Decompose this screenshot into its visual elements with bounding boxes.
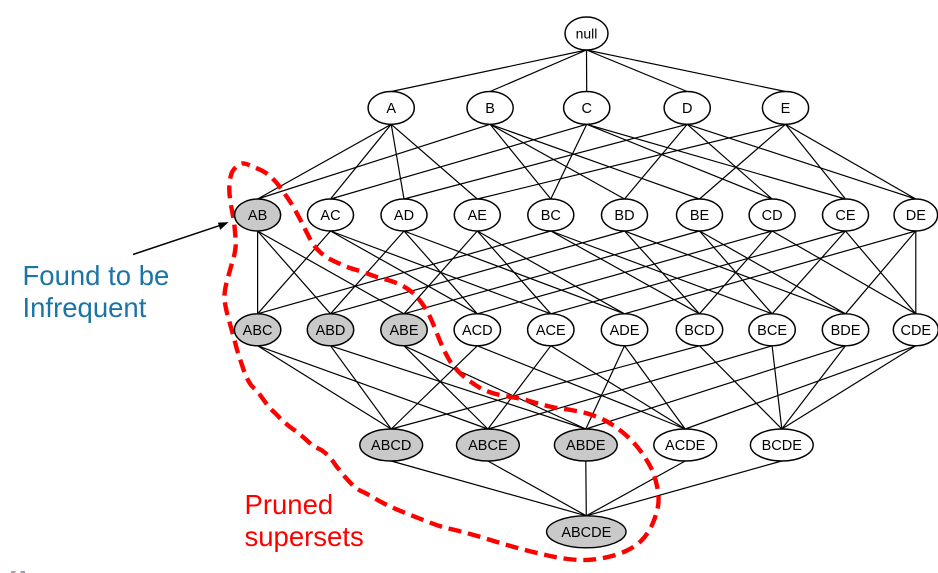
svg-text:CDE: CDE (900, 323, 931, 339)
svg-text:ACD: ACD (462, 323, 493, 339)
svg-text:ABD: ABD (316, 323, 346, 339)
svg-text:CE: CE (835, 208, 855, 224)
svg-text:A: A (386, 101, 396, 117)
svg-text:ABCD: ABCD (371, 438, 411, 454)
svg-text:CD: CD (762, 208, 783, 224)
svg-text:BDE: BDE (831, 323, 861, 339)
svg-text:AD: AD (394, 208, 414, 224)
svg-text:null: null (576, 26, 598, 42)
svg-text:BCDE: BCDE (762, 438, 803, 454)
svg-text:BCD: BCD (684, 323, 715, 339)
svg-text:BCE: BCE (757, 323, 787, 339)
svg-text:B: B (485, 101, 495, 117)
svg-text:E: E (781, 101, 791, 117)
svg-text:AE: AE (468, 208, 488, 224)
svg-text:ABDE: ABDE (566, 438, 606, 454)
svg-text:AC: AC (320, 208, 340, 224)
svg-text:BD: BD (614, 208, 634, 224)
svg-text:AB: AB (248, 208, 267, 224)
svg-text:ACDE: ACDE (665, 438, 706, 454)
svg-text:ABCE: ABCE (468, 438, 508, 454)
svg-text:ACE: ACE (536, 323, 566, 339)
svg-text:DE: DE (906, 208, 926, 224)
svg-text:ADE: ADE (610, 323, 640, 339)
svg-text:C: C (581, 101, 591, 117)
svg-text:ABC: ABC (243, 323, 273, 339)
svg-text:ABE: ABE (389, 323, 418, 339)
svg-text:BE: BE (690, 208, 710, 224)
svg-text:BC: BC (541, 208, 561, 224)
svg-text:D: D (682, 101, 692, 117)
svg-text:ABCDE: ABCDE (561, 525, 611, 541)
